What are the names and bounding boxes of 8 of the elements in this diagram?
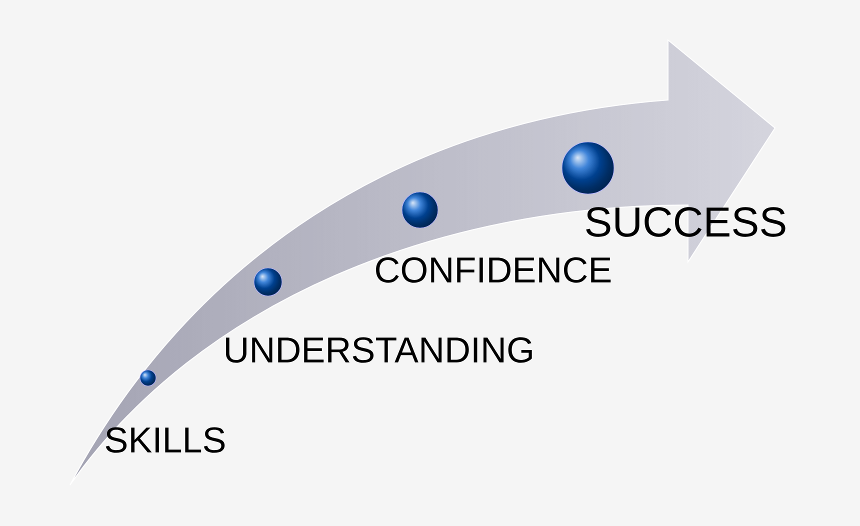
step-label: UNDERSTANDING xyxy=(226,337,532,363)
sphere xyxy=(402,192,438,228)
sphere xyxy=(562,142,614,194)
step-label: SUCCESS xyxy=(586,207,786,237)
sphere xyxy=(254,268,282,296)
step-label: CONFIDENCE xyxy=(376,257,611,283)
sphere xyxy=(140,370,156,386)
step-label: SKILLS xyxy=(106,427,225,453)
